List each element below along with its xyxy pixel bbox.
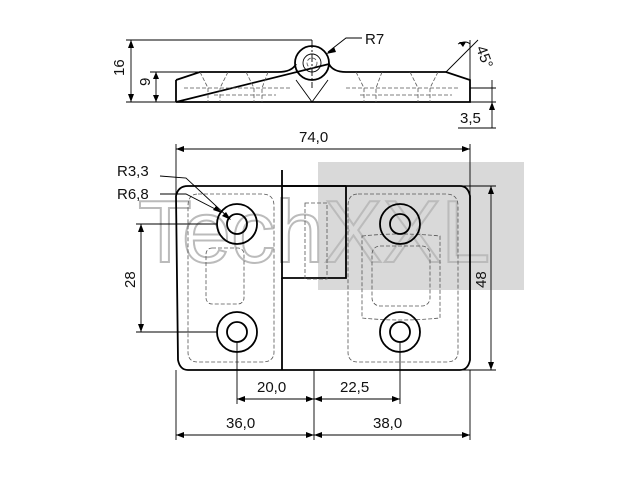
- side-dimensions: 16 9 R7 45° 3,5: [111, 31, 496, 129]
- dim-28-arrow-bottom: [138, 324, 144, 332]
- hole-circle: [389, 321, 411, 343]
- angle-arrow: [459, 42, 466, 47]
- dim-225-arrow-right: [392, 396, 400, 402]
- watermark-box: [318, 162, 524, 290]
- r7-label: R7: [365, 31, 384, 48]
- dim-36-arrow-right: [306, 432, 314, 438]
- r68-arrow: [213, 206, 222, 213]
- recess-right-inner: [371, 245, 431, 307]
- dim-48-arrow-top: [488, 186, 494, 194]
- watermark: TechXXL: [137, 162, 524, 290]
- dim-48-label: 48: [473, 271, 490, 288]
- dim-35-label: 3,5: [460, 110, 481, 127]
- dim-225-arrow-left: [314, 396, 322, 402]
- dim-9-arrow-bottom: [153, 95, 159, 102]
- dim-74-arrow-right: [462, 146, 470, 152]
- dim-74-label: 74,0: [299, 129, 328, 146]
- r7-arrow: [326, 47, 336, 54]
- r33-arrow: [222, 212, 231, 220]
- side-hidden-right: [346, 71, 460, 102]
- dim-20-arrow-left: [237, 396, 245, 402]
- hole-circle: [226, 213, 248, 235]
- dim-35-arrow: [489, 102, 495, 110]
- r33-label: R3,3: [117, 163, 149, 180]
- dim-20-arrow-right: [306, 396, 314, 402]
- dim-36-label: 36,0: [226, 415, 255, 432]
- dim-9-arrow-top: [153, 72, 159, 79]
- recess-left-inner: [205, 247, 245, 305]
- dim-28-arrow-top: [138, 224, 144, 232]
- counterbore-circle: [379, 203, 421, 245]
- dim-48-arrow-bottom: [488, 362, 494, 370]
- r33-leader: [159, 175, 230, 219]
- top-dimensions: 74,0 R3,3 R6,8 28 48 20,0 22,5: [117, 129, 496, 440]
- leaf-split: [281, 186, 347, 279]
- watermark-text: TechXXL: [138, 182, 490, 281]
- hole-circle: [226, 321, 248, 343]
- recess-right: [347, 193, 459, 363]
- recess-right-middle: [361, 233, 441, 321]
- dim-16-arrow-top: [128, 40, 134, 48]
- hole-top-right: [379, 203, 421, 245]
- side-hidden-left: [184, 71, 290, 102]
- r68-label: R6,8: [117, 186, 149, 203]
- r68-leader: [160, 193, 222, 213]
- dim-9-label: 9: [137, 78, 154, 86]
- dim-38-arrow-left: [314, 432, 322, 438]
- dim-28-label: 28: [122, 271, 139, 288]
- dim-74-arrow-left: [176, 146, 184, 152]
- dim-36-arrow-left: [176, 432, 184, 438]
- pin-hidden-top: [304, 202, 328, 280]
- knuckle-split: [295, 79, 329, 103]
- dim-16-arrow-bottom: [128, 94, 134, 102]
- side-view: [175, 40, 471, 103]
- dim-225-label: 22,5: [340, 379, 369, 396]
- dim-38-arrow-right: [462, 432, 470, 438]
- dim-38-label: 38,0: [373, 415, 402, 432]
- angle-label: 45°: [472, 44, 496, 71]
- hole-circle: [389, 213, 411, 235]
- angle-ref-line: [445, 39, 479, 73]
- recess-left: [187, 193, 275, 363]
- dim-16-label: 16: [111, 59, 128, 76]
- dim-20-label: 20,0: [257, 379, 286, 396]
